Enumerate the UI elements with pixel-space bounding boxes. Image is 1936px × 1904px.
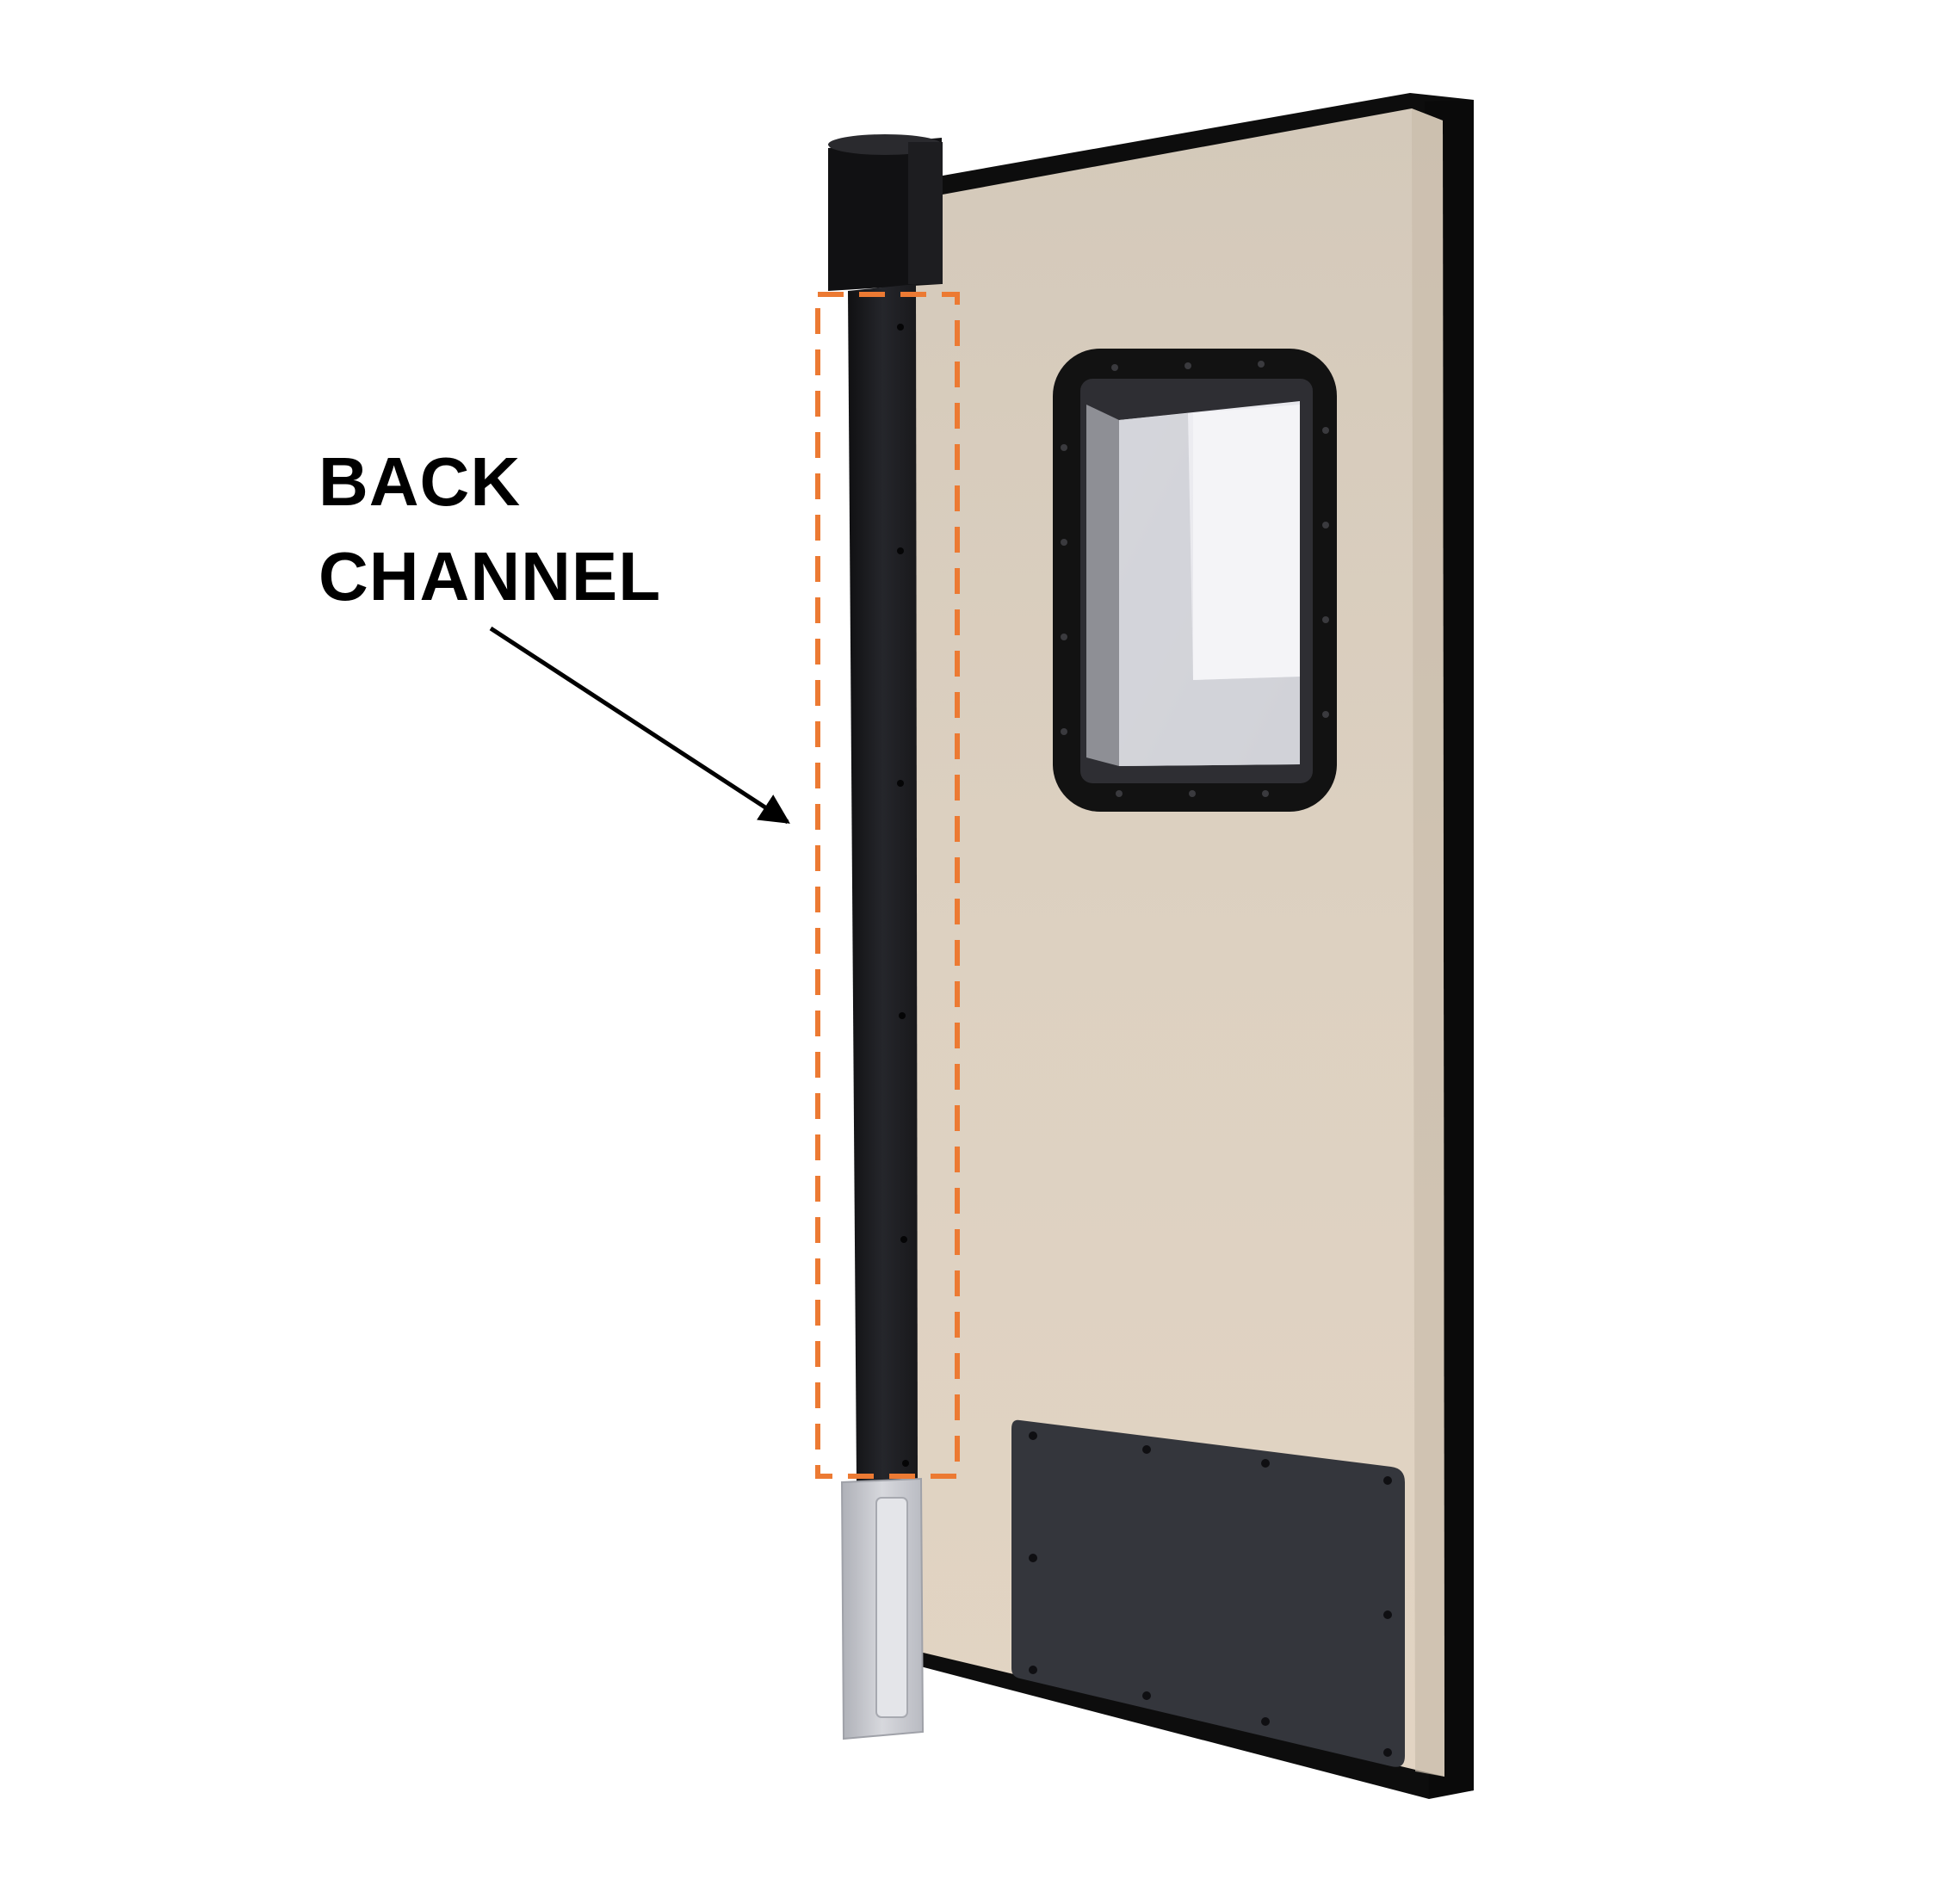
screw-icon [1258, 361, 1265, 368]
kick-plate-screws [1029, 1431, 1392, 1757]
screw-icon [899, 1012, 906, 1019]
screw-icon [1029, 1554, 1037, 1562]
screw-icon [902, 1460, 909, 1467]
screw-icon [1142, 1691, 1151, 1700]
screw-icon [1116, 790, 1123, 797]
window-glass-inner [1193, 405, 1300, 680]
screw-icon [1061, 444, 1067, 451]
screw-icon [1184, 362, 1191, 369]
screw-icon [1383, 1610, 1392, 1619]
window-side-shadow [1086, 405, 1119, 766]
screw-icon [1262, 790, 1269, 797]
back-channel [848, 284, 918, 1482]
screw-icon [1383, 1476, 1392, 1485]
label-line-2: CHANNEL [319, 538, 662, 615]
kick-plate [1011, 1419, 1405, 1767]
screw-icon [897, 547, 904, 554]
hinge-cap-edge [908, 142, 943, 284]
window-screws [1061, 361, 1329, 797]
door-panel-bevel [1412, 108, 1444, 1777]
window-glass-shade [1119, 413, 1300, 766]
screw-icon [1322, 711, 1329, 718]
screw-icon [1142, 1445, 1151, 1454]
screw-icon [1261, 1717, 1270, 1726]
screw-icon [1061, 728, 1067, 735]
screw-icon [1322, 616, 1329, 623]
screw-icon [1383, 1748, 1392, 1757]
screw-icon [897, 324, 904, 331]
screw-icon [1061, 539, 1067, 546]
back-channel-label: BACK CHANNEL [319, 435, 661, 624]
screw-icon [1322, 522, 1329, 529]
bottom-guard-slot [875, 1497, 908, 1718]
screw-icon [1189, 790, 1196, 797]
screw-icon [1029, 1666, 1037, 1674]
label-line-1: BACK [319, 443, 522, 520]
screw-icon [1111, 364, 1118, 371]
screw-icon [900, 1236, 907, 1243]
screw-icon [1029, 1431, 1037, 1440]
back-channel-screws [897, 324, 909, 1467]
screw-icon [1322, 427, 1329, 434]
arrow-icon [489, 626, 790, 825]
screw-icon [897, 780, 904, 787]
screw-icon [1261, 1459, 1270, 1468]
screw-icon [1061, 634, 1067, 640]
